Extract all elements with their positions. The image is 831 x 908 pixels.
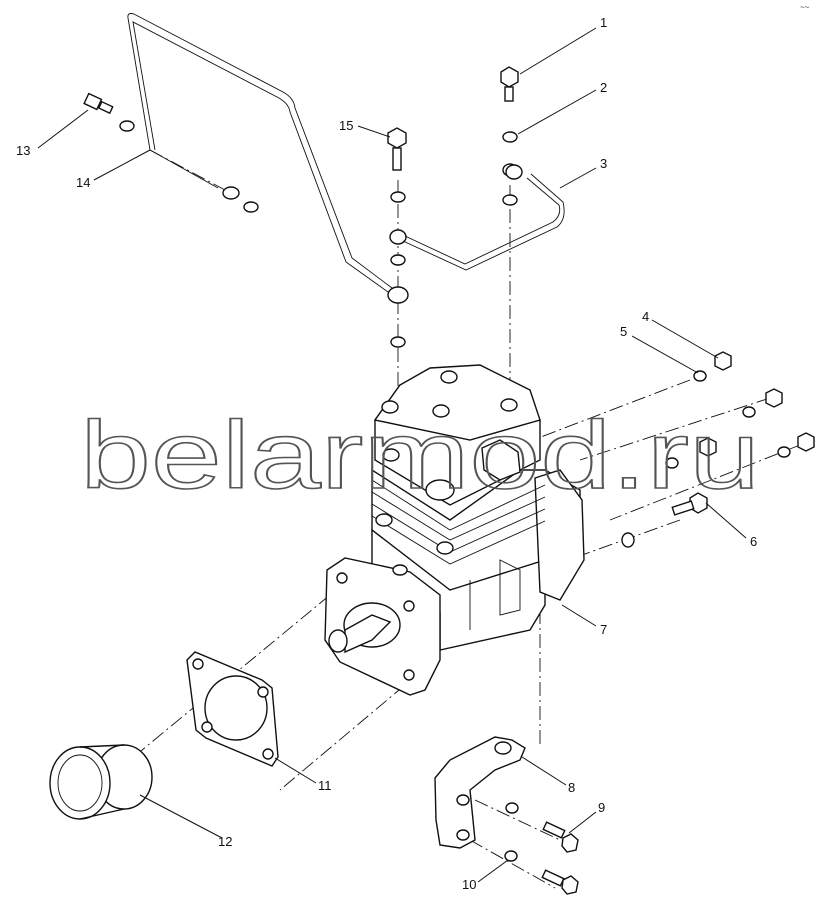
front-flange xyxy=(324,557,441,696)
sealing-washers xyxy=(390,131,518,348)
banjo-bolt-left xyxy=(83,92,259,213)
callout-7: 7 xyxy=(600,622,607,637)
bolt-side xyxy=(671,492,708,516)
callout-6: 6 xyxy=(750,534,757,549)
watermark-text: belarmod.ru xyxy=(80,402,760,509)
leader-lines xyxy=(37,27,747,883)
mounting-bracket xyxy=(434,736,526,849)
corner-mark: ~~ xyxy=(800,3,810,12)
discharge-pipe xyxy=(127,13,393,293)
compressor-body xyxy=(371,364,585,651)
bracket-bolts xyxy=(504,802,579,895)
bolt-top-center xyxy=(387,127,407,171)
callout-9: 9 xyxy=(598,800,605,815)
gasket xyxy=(186,651,279,767)
callout-12: 12 xyxy=(218,834,232,849)
short-pipe xyxy=(387,164,565,304)
callout-3: 3 xyxy=(600,156,607,171)
callout-13: 13 xyxy=(16,143,30,158)
head-bolts xyxy=(375,370,518,555)
drive-gear xyxy=(49,744,153,820)
callout-10: 10 xyxy=(462,877,476,892)
nuts-and-washers xyxy=(621,351,815,548)
callout-14: 14 xyxy=(76,175,90,190)
callout-8: 8 xyxy=(568,780,575,795)
callout-11: 11 xyxy=(318,778,332,793)
callout-5: 5 xyxy=(620,324,627,339)
bolt-top-right xyxy=(500,66,519,102)
callout-labels: 1 2 3 4 5 6 7 8 9 10 11 12 13 14 15 xyxy=(16,15,757,892)
callout-1: 1 xyxy=(600,15,607,30)
callout-4: 4 xyxy=(642,309,649,324)
callout-2: 2 xyxy=(600,80,607,95)
callout-15: 15 xyxy=(339,118,353,133)
